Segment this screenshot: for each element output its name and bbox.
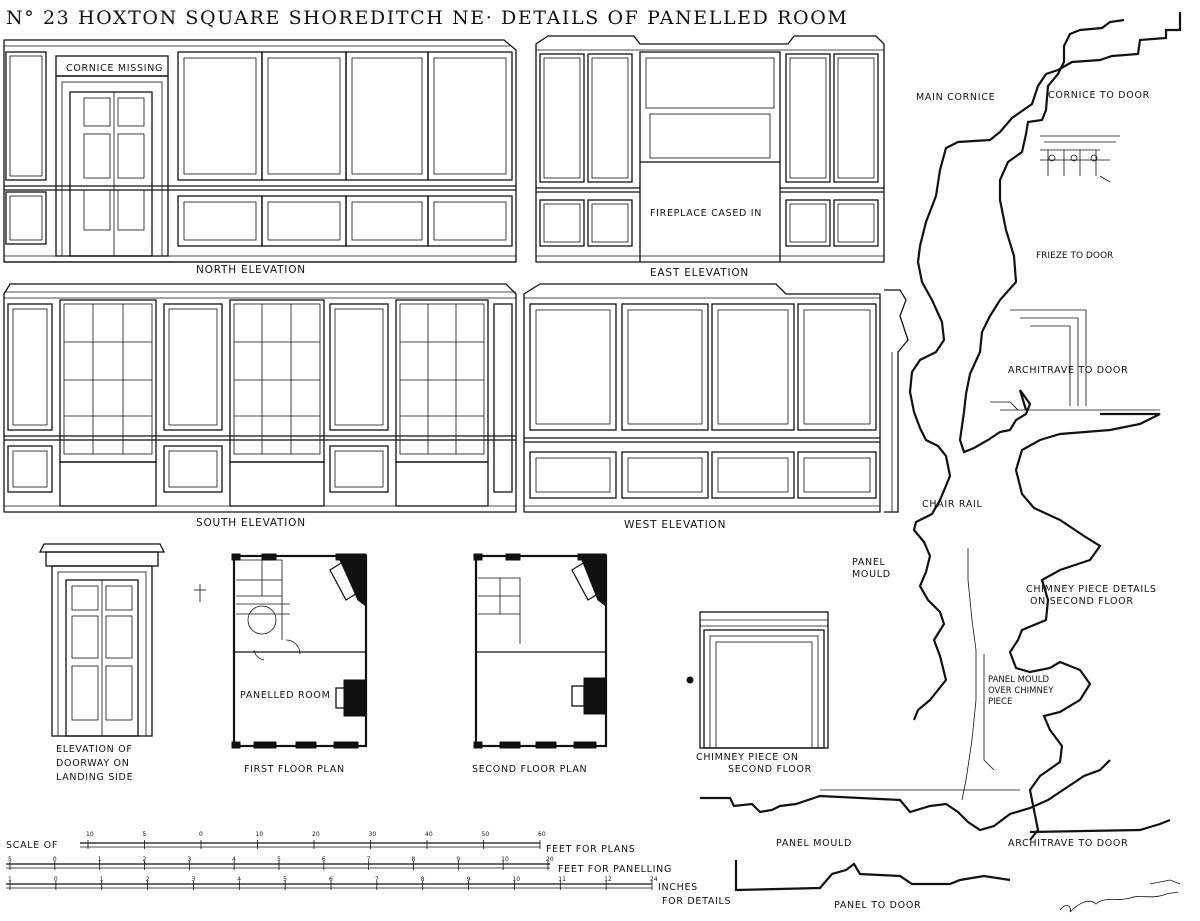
scale-of-label: SCALE OF: [6, 840, 58, 851]
detail-scale-tick-label: 6: [329, 876, 333, 883]
panel-mould-over-label-3: PIECE: [988, 697, 1012, 707]
plan-scale-tick-label: 0: [199, 831, 203, 838]
panelling-scale-tick-label: 4: [232, 856, 236, 863]
doorway-label-1: ELEVATION OF: [56, 744, 133, 755]
panel-mould-side-label-1: PANEL: [852, 557, 886, 568]
panelling-scale-tick-label: 9: [456, 856, 460, 863]
detail-scale-tick-label: 12: [604, 876, 612, 883]
moulding-profiles: MAIN CORNICE CORNICE TO DOOR FRIEZE TO D…: [700, 12, 1182, 911]
detail-scale-tick-label: 1: [8, 876, 12, 883]
panelling-scale-tick-label: 8: [412, 856, 416, 863]
west-elevation: WEST ELEVATION: [523, 283, 909, 531]
detail-scale-tick-label: 3: [191, 876, 195, 883]
doorway-label-3: LANDING SIDE: [56, 772, 133, 783]
cornice-missing-label: CORNICE MISSING: [66, 63, 163, 74]
panelling-scale-tick-label: 0: [53, 856, 57, 863]
north-elevation-label: NORTH ELEVATION: [196, 264, 306, 276]
plan-scale-tick-label: 50: [482, 831, 490, 838]
chimney-details-label-2: ON SECOND FLOOR: [1030, 596, 1134, 607]
architrave-to-door-lower-label: ARCHITRAVE TO DOOR: [1008, 838, 1128, 849]
panelling-scale-tick-label: 7: [367, 856, 371, 863]
west-elevation-label: WEST ELEVATION: [624, 519, 726, 531]
panelling-scale-tick-label: 3: [187, 856, 191, 863]
feet-for-plans-label: FEET FOR PLANS: [546, 844, 636, 855]
chimney-details-label-1: CHIMNEY PIECE DETAILS: [1026, 584, 1157, 595]
plan-scale-tick-label: 10: [86, 831, 94, 838]
panel-mould-side-label-2: MOULD: [852, 569, 891, 580]
frieze-to-door-label: FRIEZE TO DOOR: [1036, 251, 1113, 261]
second-floor-plan: SECOND FLOOR PLAN: [472, 553, 608, 775]
second-floor-plan-label: SECOND FLOOR PLAN: [472, 764, 587, 775]
doorway-label-2: DOORWAY ON: [56, 758, 130, 769]
panel-to-door-label: PANEL TO DOOR: [834, 900, 921, 911]
plan-scale-tick-label: 20: [312, 831, 320, 838]
detail-scale-tick-label: 8: [421, 876, 425, 883]
cornice-to-door-label: CORNICE TO DOOR: [1048, 90, 1150, 101]
plan-scale-tick-label: 10: [256, 831, 264, 838]
architrave-to-door-label: ARCHITRAVE TO DOOR: [1008, 365, 1128, 376]
panelling-scale-tick-label: 6: [322, 856, 326, 863]
panelling-scale-tick-label: 1: [98, 856, 102, 863]
fireplace-cased-label: FIREPLACE CASED IN: [650, 208, 762, 219]
detail-scale-tick-label: 2: [146, 876, 150, 883]
south-elevation: SOUTH ELEVATION: [3, 283, 517, 529]
detail-scale-tick-label: 4: [237, 876, 241, 883]
detail-scale-tick-label: 9: [467, 876, 471, 883]
first-floor-plan-label: FIRST FLOOR PLAN: [244, 764, 345, 775]
panelling-scale-tick-label: 20: [546, 856, 554, 863]
plan-scale-tick-label: 5: [143, 831, 147, 838]
detail-scale-tick-label: 5: [283, 876, 287, 883]
east-elevation-label: EAST ELEVATION: [650, 267, 749, 279]
detail-scale-tick-label: 1: [100, 876, 104, 883]
panelling-scale-tick-label: 10: [501, 856, 509, 863]
panel-mould-over-label-2: OVER CHIMNEY: [988, 686, 1054, 696]
south-elevation-label: SOUTH ELEVATION: [196, 517, 306, 529]
chimney-piece-label-2: SECOND FLOOR: [728, 764, 812, 775]
chimney-piece-elevation: CHIMNEY PIECE ON SECOND FLOOR: [686, 611, 829, 775]
signature-mark: [1059, 891, 1179, 913]
first-floor-plan: PANELLED ROOM FIRST FLOOR PLAN: [231, 553, 368, 775]
doorway-elevation: ELEVATION OF DOORWAY ON LANDING SIDE: [38, 543, 206, 783]
panelling-scale-tick-label: 2: [143, 856, 147, 863]
chimney-piece-label-1: CHIMNEY PIECE ON: [696, 752, 799, 763]
panelled-room-label: PANELLED ROOM: [240, 690, 331, 701]
panelling-scale-tick-label: 5: [8, 856, 12, 863]
plan-scale-tick-label: 60: [538, 831, 546, 838]
north-elevation: CORNICE MISSING NORTH ELEVATION: [3, 39, 517, 276]
detail-scale-tick-label: 7: [375, 876, 379, 883]
east-elevation: FIREPLACE CASED IN EAST ELEVATION: [535, 35, 885, 279]
detail-scale-tick-label: 24: [650, 876, 658, 883]
panelling-scale-tick-label: 5: [277, 856, 281, 863]
panel-mould-over-label-1: PANEL MOULD: [988, 675, 1050, 685]
panelling-scale-ticks: 5 0 1 2 3 4 5 6 7 8 9 10 20: [8, 856, 554, 870]
inches-label-1: INCHES: [658, 882, 698, 893]
panel-mould-bottom-label: PANEL MOULD: [776, 838, 852, 849]
inches-label-2: FOR DETAILS: [662, 896, 731, 907]
detail-scale-tick-label: 10: [512, 876, 520, 883]
main-cornice-label: MAIN CORNICE: [916, 92, 995, 103]
sheet-title: N° 23 HOXTON SQUARE SHOREDITCH NE· DETAI…: [6, 7, 848, 29]
feet-for-panelling-label: FEET FOR PANELLING: [558, 864, 672, 875]
plan-scale-tick-label: 30: [369, 831, 377, 838]
detail-scale-tick-label: 11: [558, 876, 566, 883]
detail-scale-tick-label: 0: [54, 876, 58, 883]
chair-rail-label: CHAIR RAIL: [922, 499, 983, 510]
plan-scale-tick-label: 40: [425, 831, 433, 838]
